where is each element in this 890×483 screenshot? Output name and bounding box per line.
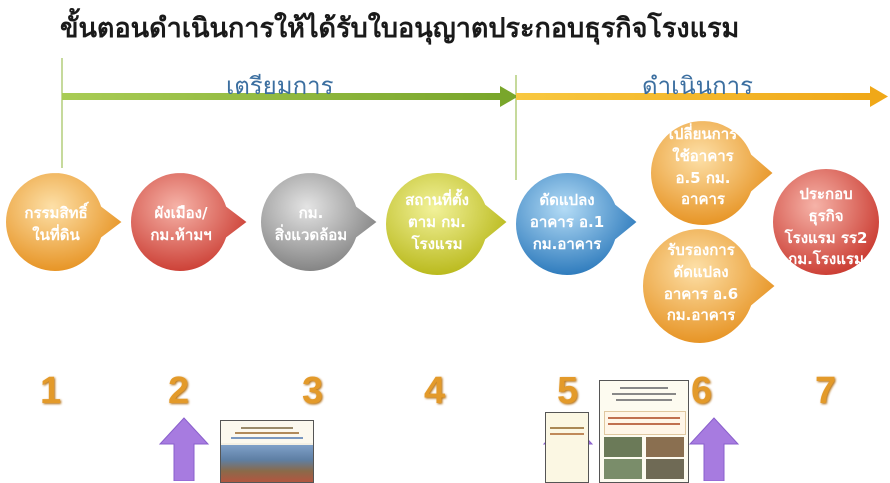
stage-number-6: 6	[691, 370, 713, 412]
phase-label-prepare: เตรียมการ	[226, 72, 334, 100]
stage-bubble-6a	[649, 118, 776, 228]
stage-bubble-7	[771, 167, 881, 277]
stage-bubble-2	[129, 170, 250, 274]
stage-label-1: กรรมสิทธิ์ในที่ดิน	[24, 204, 88, 244]
stage-number-5: 5	[557, 370, 579, 412]
document-thumbnail-stage-5-left	[545, 412, 589, 483]
stage-bubble-1	[4, 170, 125, 274]
document-thumbnail-stage-5	[599, 380, 689, 483]
prepare-phase-arrow	[62, 86, 518, 107]
stage-label-6a: เปลี่ยนการใช้อาคารอ.5 กม.อาคาร	[668, 125, 738, 209]
stage-bubble-4	[384, 170, 510, 278]
stage-bubble-3	[259, 170, 380, 274]
stage-bubble-6b	[641, 226, 778, 346]
stage-label-3: กม.สิ่งแวดล้อม	[274, 204, 348, 244]
operate-phase-arrow	[516, 86, 888, 107]
stage-number-3: 3	[302, 370, 324, 412]
stage-number-7: 7	[815, 370, 837, 412]
phase-label-operate: ดำเนินการ	[642, 72, 753, 100]
stage-number-4: 4	[424, 370, 446, 412]
stage-number-2: 2	[168, 370, 190, 412]
page-title: ขั้นตอนดำเนินการให้ได้รับใบอนุญาตประกอบธ…	[60, 13, 740, 44]
up-arrow-icon	[688, 417, 740, 481]
stage-label-4: สถานที่ตั้งตาม กม.โรงแรม	[405, 191, 469, 253]
stage-number-1: 1	[40, 370, 62, 412]
stage-bubble-5	[514, 170, 640, 278]
document-thumbnail-stage-2	[220, 420, 314, 483]
stage-label-2: ผังเมือง/กม.ห้ามฯ	[150, 204, 212, 244]
up-arrow-icon	[158, 417, 210, 481]
